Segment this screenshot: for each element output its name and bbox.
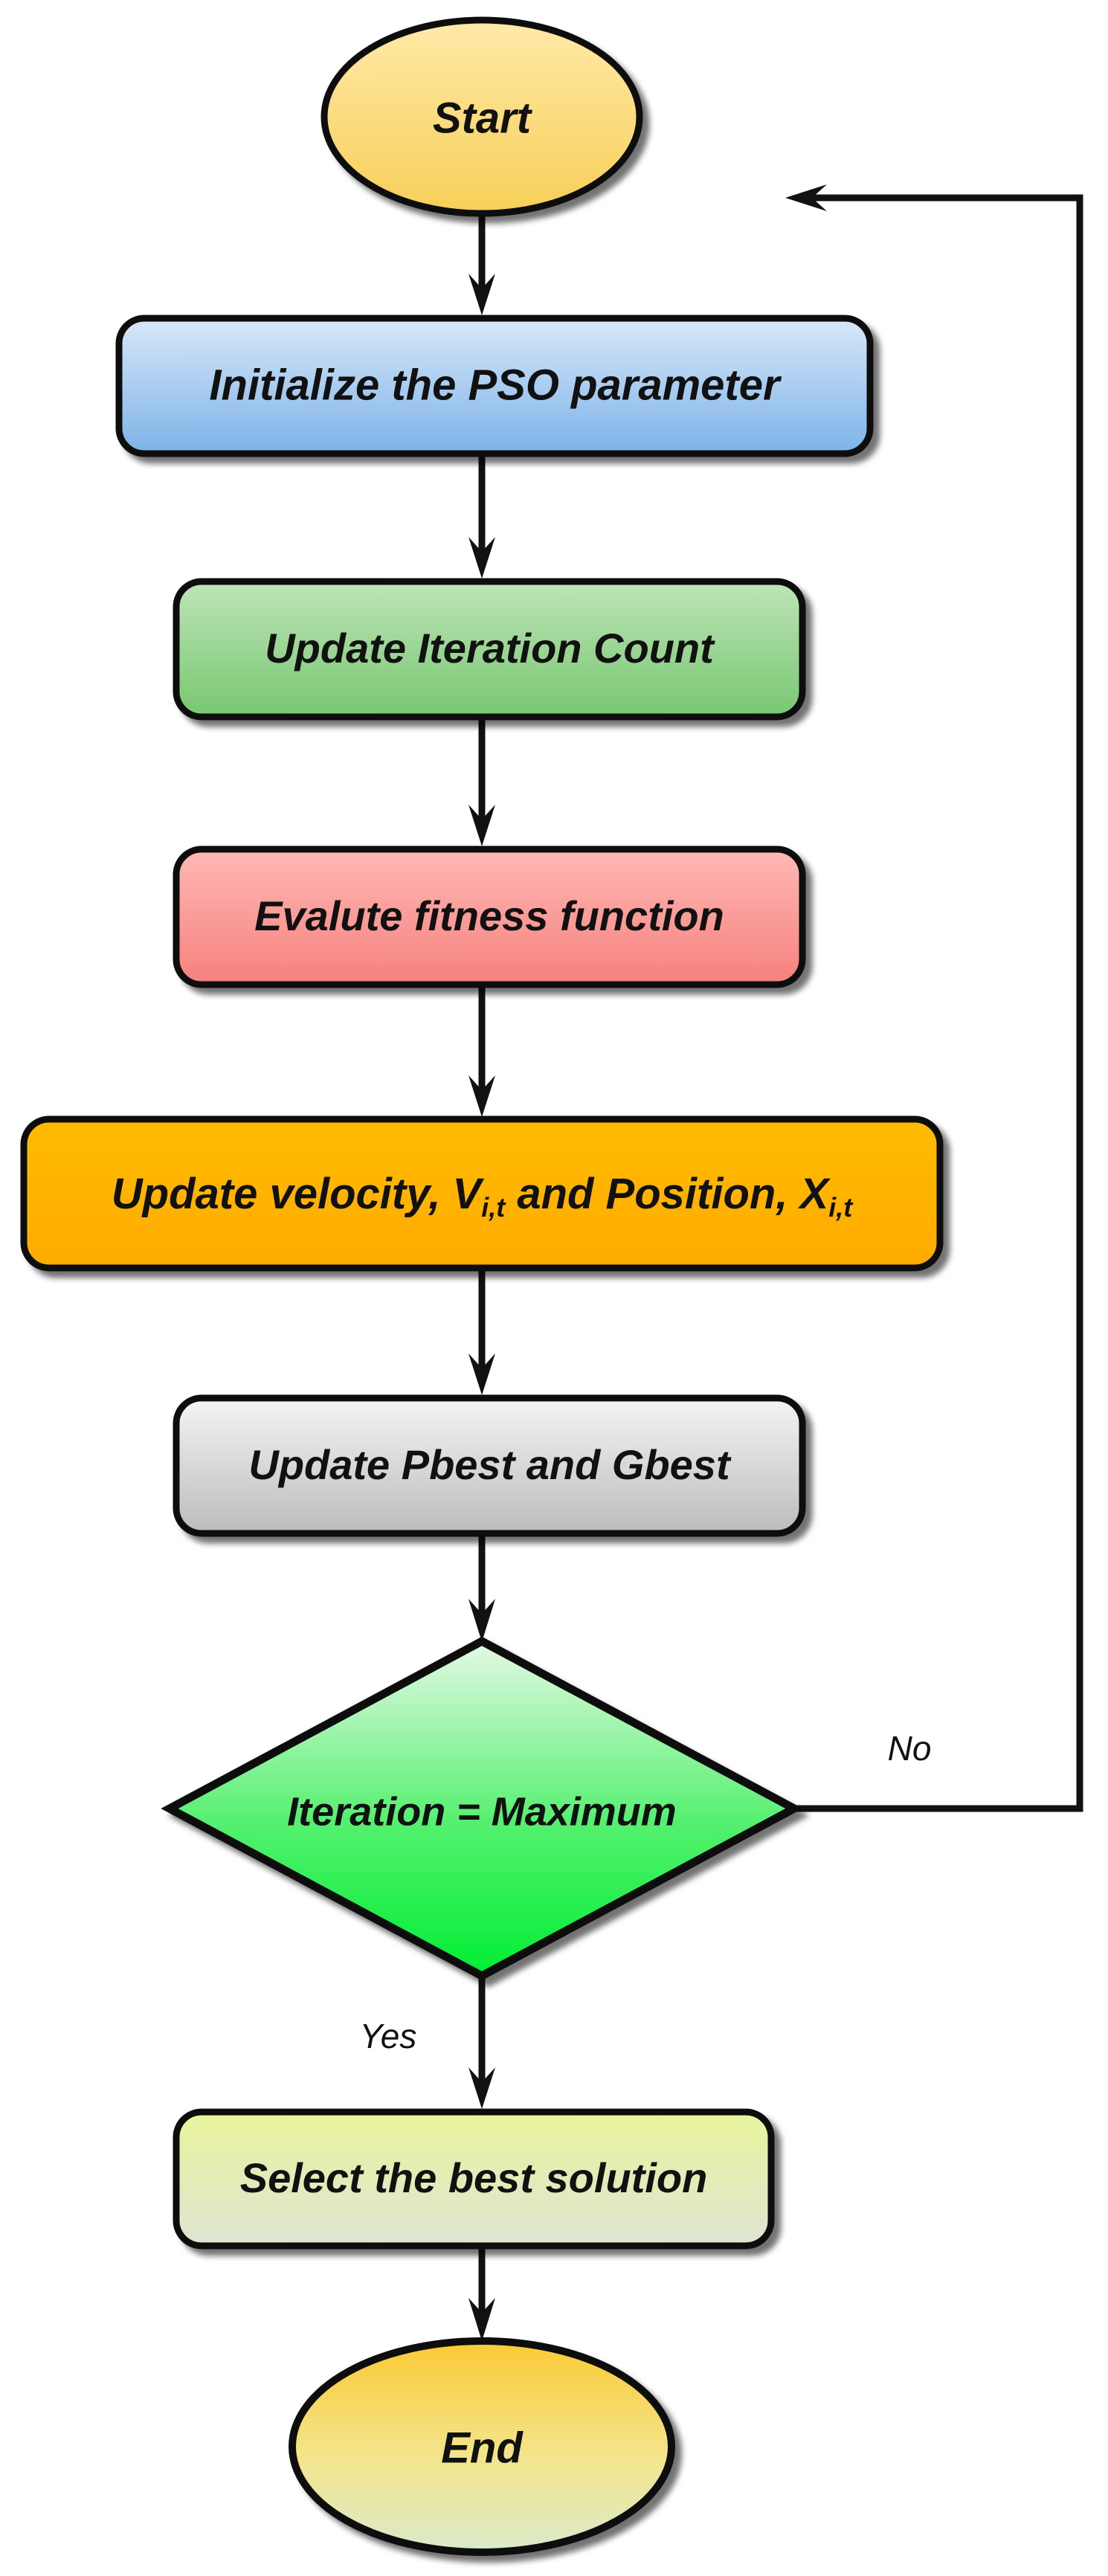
end-ellipse-shape bbox=[289, 2337, 675, 2556]
edge-start-to-init bbox=[468, 213, 495, 315]
velocity-subscript-2: i,t bbox=[828, 1192, 854, 1223]
update-pbest-gbest-label: Update Pbest and Gbest bbox=[248, 1441, 732, 1488]
decision-label: Iteration = Maximum bbox=[287, 1789, 677, 1834]
initialize-pso-label: Initialize the PSO parameter bbox=[209, 361, 782, 409]
node-update-pbest-gbest[interactable]: Update Pbest and Gbest bbox=[173, 1394, 806, 1537]
velocity-text-part-1: Update velocity, V bbox=[112, 1170, 485, 1218]
node-start[interactable]: Start bbox=[321, 16, 643, 217]
edge-layer bbox=[468, 184, 1083, 2341]
edge-select-to-end bbox=[468, 2246, 495, 2341]
edge-decision-loopback-to-init bbox=[785, 184, 1083, 1812]
edge-label-no: No bbox=[888, 1729, 932, 1768]
select-best-solution-rect-shape bbox=[173, 2108, 775, 2250]
node-end[interactable]: End bbox=[289, 2337, 675, 2556]
start-label: Start bbox=[433, 94, 533, 142]
node-evaluate-fitness-function[interactable]: Evalute fitness function bbox=[173, 846, 806, 988]
initialize-pso-rect-shape bbox=[115, 315, 874, 457]
node-initialize-pso[interactable]: Initialize the PSO parameter bbox=[115, 315, 874, 457]
node-select-best-solution[interactable]: Select the best solution bbox=[173, 2108, 775, 2250]
start-ellipse-shape bbox=[321, 16, 643, 217]
select-best-solution-label: Select the best solution bbox=[240, 2154, 708, 2201]
update-iteration-count-rect-shape bbox=[173, 578, 806, 721]
edge-label-yes: Yes bbox=[360, 2017, 417, 2055]
edge-fitness-to-velocity bbox=[468, 985, 495, 1117]
node-update-iteration-count[interactable]: Update Iteration Count bbox=[173, 578, 806, 721]
velocity-subscript-1: i,t bbox=[481, 1192, 506, 1223]
edge-iteration-to-fitness bbox=[468, 717, 495, 846]
node-decision-iteration-maximum[interactable]: Iteration = Maximum bbox=[161, 1636, 803, 1981]
update-velocity-position-label: Update velocity, Vi,t and Position, Xi,t bbox=[112, 1170, 854, 1222]
node-update-velocity-position[interactable]: Update velocity, Vi,t and Position, Xi,t bbox=[20, 1115, 944, 1272]
end-label: End bbox=[441, 2424, 524, 2472]
update-velocity-position-rect-shape bbox=[20, 1115, 944, 1272]
edge-decision-to-select bbox=[468, 1976, 495, 2109]
evaluate-fitness-function-rect-shape bbox=[173, 846, 806, 988]
update-iteration-count-label: Update Iteration Count bbox=[265, 625, 715, 672]
velocity-text-part-2: and Position, X bbox=[505, 1170, 831, 1218]
decision-diamond-shape bbox=[161, 1636, 803, 1981]
evaluate-fitness-function-label: Evalute fitness function bbox=[254, 892, 724, 939]
edge-pbest-to-decision bbox=[468, 1533, 495, 1642]
update-pbest-gbest-rect-shape bbox=[173, 1394, 806, 1537]
edge-init-to-iteration bbox=[468, 454, 495, 579]
edge-velocity-to-pbest bbox=[468, 1268, 495, 1395]
